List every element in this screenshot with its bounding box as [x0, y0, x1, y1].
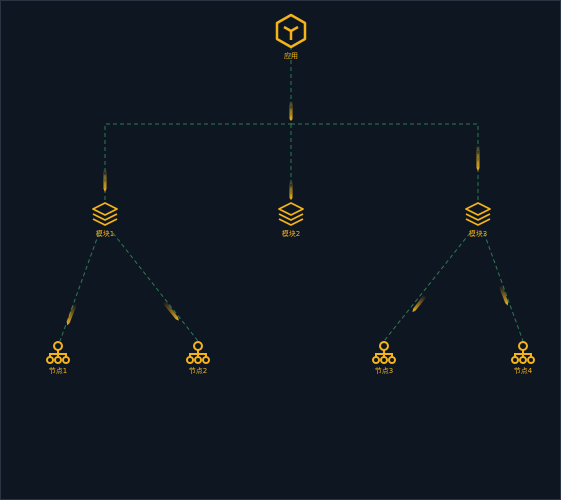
flow-particle [162, 300, 179, 321]
layers-icon [92, 202, 118, 226]
node-graph-icon [186, 341, 210, 364]
node-app[interactable]: 应用 [275, 13, 307, 60]
node-graph-icon [511, 341, 535, 364]
cube-icon [275, 13, 307, 49]
node-graph-icon [46, 341, 70, 364]
node-node1[interactable]: 节点1 [46, 341, 70, 375]
flow-particle [66, 303, 77, 326]
edge-module1-node1 [59, 232, 100, 342]
node-label: 节点1 [49, 367, 67, 375]
edge-module3-node3 [383, 232, 471, 342]
flow-particle [103, 169, 107, 192]
edge-module3-node4 [483, 232, 524, 342]
flow-particle [476, 145, 480, 171]
node-module3[interactable]: 模块3 [465, 202, 491, 238]
node-module2[interactable]: 模块2 [278, 202, 304, 238]
node-label: 模块1 [96, 229, 114, 238]
node-label: 应用 [284, 51, 298, 60]
flow-particle [498, 285, 509, 306]
layers-icon [465, 202, 491, 226]
edges-group [59, 46, 524, 342]
edge-app-module3 [291, 123, 479, 201]
edge-module1-node2 [112, 232, 199, 342]
node-label: 节点4 [514, 367, 533, 375]
layers-icon [278, 202, 304, 226]
flow-particle [412, 294, 427, 313]
node-node2[interactable]: 节点2 [186, 341, 210, 375]
node-node3[interactable]: 节点3 [372, 341, 396, 375]
node-label: 节点3 [375, 367, 393, 375]
flow-particle [289, 101, 293, 121]
flow-particles [66, 101, 509, 326]
flow-particle [289, 181, 293, 200]
node-label: 模块3 [469, 229, 487, 238]
node-label: 模块2 [282, 229, 300, 238]
node-node4[interactable]: 节点4 [511, 341, 535, 375]
edge-app-module1 [104, 46, 292, 201]
node-graph-icon [372, 341, 396, 364]
node-module1[interactable]: 模块1 [92, 202, 118, 238]
node-label: 节点2 [189, 367, 207, 375]
